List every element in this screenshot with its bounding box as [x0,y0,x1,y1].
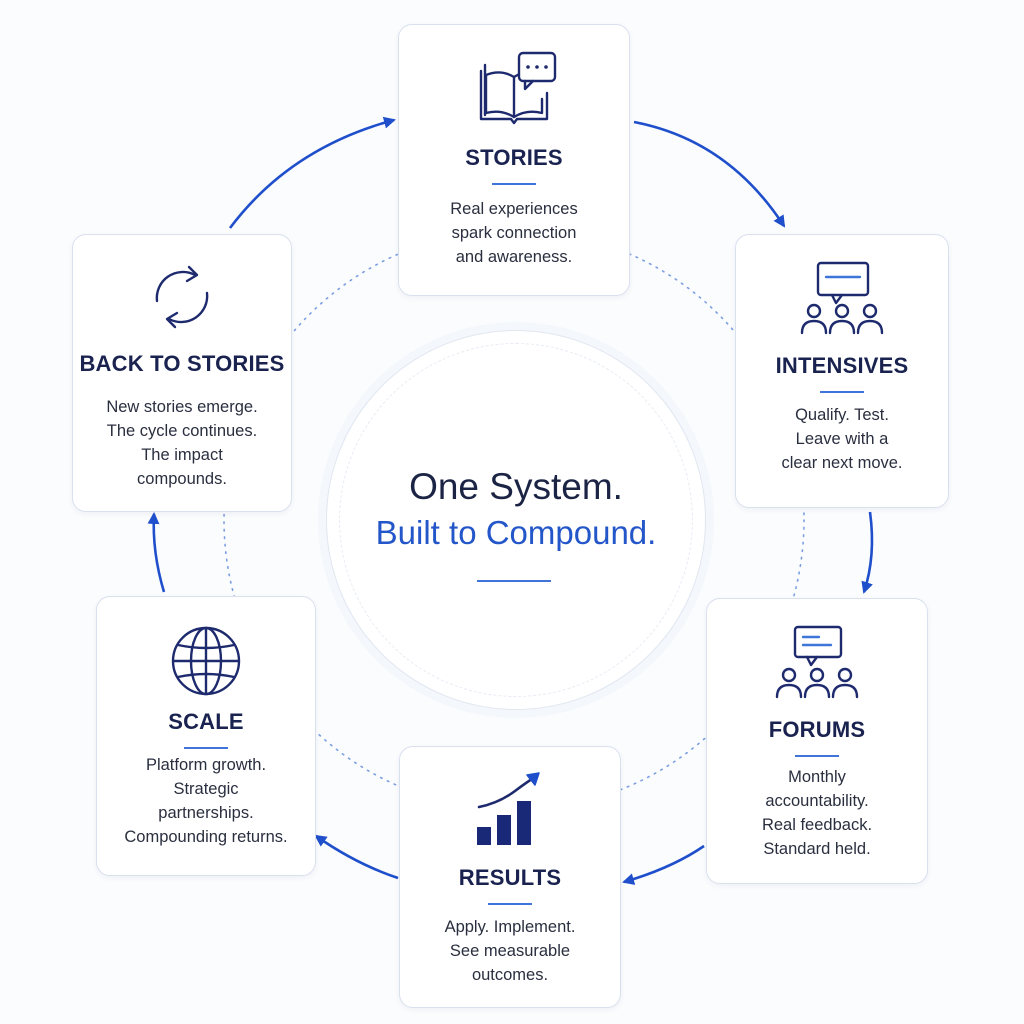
description-line: Apply. Implement. [444,918,576,936]
group-discussion-icon [707,623,927,703]
arrow-back-to-stories [228,116,396,229]
description-line: The impact [141,446,223,464]
description-line: outcomes. [471,966,549,984]
description-line: spark connection [451,224,577,242]
stage-title: FORUMS [768,717,866,742]
description-line: clear next move. [781,454,903,472]
description-line: Qualify. Test. [795,406,889,424]
description-line: Monthly [788,768,846,786]
stage-card-back-to-stories: BACK TO STORIES New stories emerge. The … [72,234,292,512]
description-line: Real experiences [450,200,578,218]
stage-description: Platform growth. Strategic partnerships.… [105,753,307,849]
description-line: Leave with a [795,430,889,448]
arrow-results-to-scale [314,834,399,880]
arrow-intensives-to-forums [861,511,874,594]
center-hub: One System. Built to Compound. [326,330,706,710]
stage-card-stories: STORIES Real experiences spark connectio… [398,24,630,296]
arrow-scale-to-back [147,512,166,593]
stage-description: Apply. Implement. See measurable outcome… [408,915,612,987]
arrow-forums-to-results [622,844,705,885]
description-line: Platform growth. [145,756,267,774]
description-line: and awareness. [455,248,573,266]
description-line: Standard held. [763,840,871,858]
description-line: Strategic [173,780,239,798]
arrow-stories-to-intensives [633,120,786,228]
stage-card-forums: FORUMS Monthly accountability. Real feed… [706,598,928,884]
hub-subtitle: Built to Compound. [375,514,657,551]
stage-card-results: RESULTS Apply. Implement. See measurable… [399,746,621,1008]
stage-title: BACK TO STORIES [79,351,285,376]
description-line: See measurable [449,942,571,960]
stage-divider [184,747,228,749]
book-chat-icon [399,49,629,129]
stage-title: SCALE [168,709,244,734]
stage-title: STORIES [465,145,563,170]
stage-divider [795,755,839,757]
stage-card-intensives: INTENSIVES Qualify. Test. Leave with a c… [735,234,949,508]
stage-description: New stories emerge. The cycle continues.… [81,395,283,491]
stage-description: Monthly accountability. Real feedback. S… [715,765,919,861]
stage-description: Real experiences spark connection and aw… [407,197,621,269]
stage-card-scale: SCALE Platform growth. Strategic partner… [96,596,316,876]
group-chat-icon [736,259,948,339]
description-line: compounds. [137,470,227,488]
stage-title: RESULTS [458,865,562,890]
growth-chart-icon [400,767,620,851]
description-line: New stories emerge. [106,398,258,416]
globe-icon [97,623,315,699]
stage-description: Qualify. Test. Leave with a clear next m… [744,403,940,475]
hub-title: One System. [409,466,623,507]
stage-divider [820,391,864,393]
description-line: Real feedback. [761,816,873,834]
hub-divider [477,580,551,582]
hub-inner-ring [339,343,693,697]
description-line: partnerships. [158,804,254,822]
description-line: accountability. [765,792,869,810]
stage-title: INTENSIVES [775,353,909,378]
description-line: Compounding returns. [124,828,288,846]
stage-divider [492,183,536,185]
stage-divider [488,903,532,905]
description-line: The cycle continues. [106,422,258,440]
refresh-cycle-icon [73,259,291,335]
